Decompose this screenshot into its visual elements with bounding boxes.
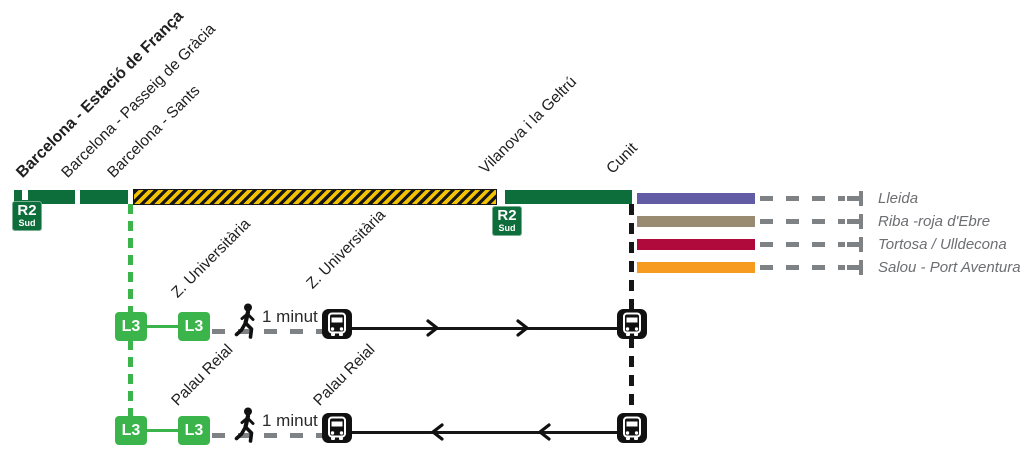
station-label-estacio-de-franca: Barcelona - Estació de França [13, 7, 187, 182]
line-terminator-stub [847, 196, 860, 201]
line-terminator-stub [847, 242, 860, 247]
walk-dashed-line [212, 433, 322, 438]
closed-section-hatch [133, 189, 497, 205]
regional-line-lleida [637, 193, 755, 204]
arrow-right-icon [426, 319, 440, 342]
bus-route-line-outbound [352, 327, 620, 330]
station-label-cunit: Cunit [603, 139, 641, 178]
bus-icon [322, 413, 352, 448]
walk-icon [234, 407, 260, 448]
arrow-left-icon [537, 423, 551, 446]
line-terminator-bar [859, 237, 863, 252]
bus-icon [617, 309, 647, 344]
r2-line-segment-1 [14, 190, 75, 204]
arrow-left-icon [430, 423, 444, 446]
sants-transfer-dashed-line [128, 204, 133, 418]
r2-badge-line-label: R2 [17, 202, 37, 219]
walk-dashed-line [212, 329, 322, 334]
regional-line-salou [637, 262, 755, 273]
bus-icon [617, 413, 647, 448]
l3-badge: L3 [178, 312, 210, 341]
regional-line-tortosa [637, 239, 755, 250]
destination-label-salou: Salou - Port Aventura [878, 259, 1021, 276]
metro-connector-line [147, 429, 178, 432]
r2-sud-badge-left: R2 Sud [12, 201, 42, 231]
r2-sud-badge-vilanova: R2 Sud [492, 206, 522, 236]
station-label-palau-reial-bus: Palau Reial [310, 341, 379, 410]
line-terminator-stub [847, 219, 860, 224]
regional-dashed-connector [760, 219, 845, 224]
r2-badge-zone-label: Sud [498, 223, 516, 233]
line-terminator-bar [859, 191, 863, 206]
r2-badge-zone-label: Sud [18, 218, 36, 228]
regional-line-ribaroja [637, 216, 755, 227]
l3-badge: L3 [178, 416, 210, 445]
line-terminator-bar [859, 260, 863, 275]
line-terminator-bar [859, 214, 863, 229]
walk-time-label: 1 minut [262, 411, 318, 430]
walk-icon [234, 303, 260, 344]
bus-route-line-return [352, 431, 620, 434]
l3-badge: L3 [115, 312, 147, 341]
station-label-zona-universitaria-bus: Z. Universitària [303, 206, 389, 293]
bus-icon [322, 309, 352, 344]
l3-badge: L3 [115, 416, 147, 445]
regional-dashed-connector [760, 242, 845, 247]
line-terminator-stub [847, 265, 860, 270]
station-label-palau-reial: Palau Reial [168, 341, 237, 410]
regional-dashed-connector [760, 196, 845, 201]
r2-line-segment-3 [505, 190, 632, 204]
destination-label-ribaroja: Riba -roja d'Ebre [878, 213, 991, 230]
regional-dashed-connector [760, 265, 845, 270]
arrow-right-icon [516, 319, 530, 342]
destination-label-tortosa: Tortosa / Ulldecona [878, 236, 1007, 253]
station-label-vilanova: Vilanova i la Geltrú [476, 73, 581, 178]
station-label-zona-universitaria: Z. Universitària [168, 215, 254, 302]
r2-badge-line-label: R2 [497, 207, 517, 224]
r2-line-segment-2 [80, 190, 128, 204]
station-tick-estacio-de-franca [22, 190, 28, 200]
walk-time-label: 1 minut [262, 307, 318, 326]
destination-label-lleida: Lleida [878, 190, 919, 207]
metro-connector-line [147, 325, 178, 328]
